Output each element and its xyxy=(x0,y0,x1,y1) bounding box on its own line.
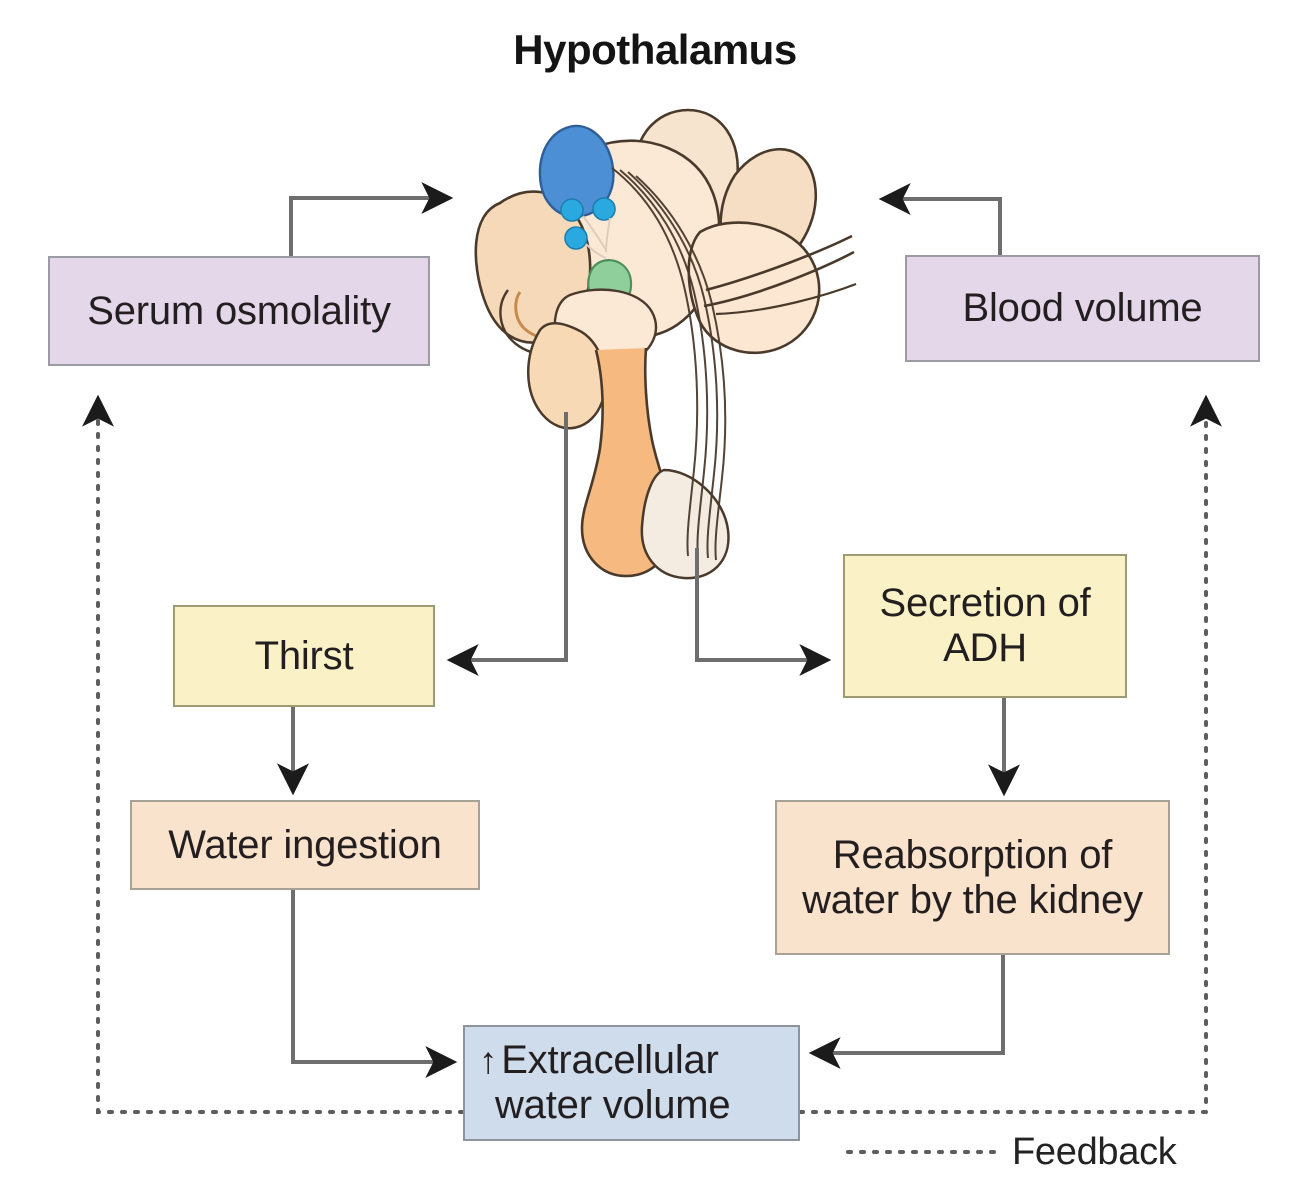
node-reabsorption-of-water[interactable]: Reabsorption of water by the kidney xyxy=(775,800,1170,955)
node-thirst[interactable]: Thirst xyxy=(173,605,435,707)
node-extracellular-water-volume-line2: water volume xyxy=(495,1083,731,1127)
node-extracellular-water-volume-line1: Extracellular xyxy=(501,1038,719,1083)
hypothalamus-pituitary-illustration xyxy=(474,108,857,580)
node-extracellular-water-volume-row1: ↑ Extracellular xyxy=(479,1038,719,1083)
edge-feedback-to-serum-osmolality xyxy=(82,394,465,1114)
edge-blood-volume-to-hypothalamus xyxy=(878,183,1002,255)
node-secretion-of-adh[interactable]: Secretion of ADH xyxy=(843,554,1127,698)
node-secretion-of-adh-line2: ADH xyxy=(943,626,1027,670)
page-title: Hypothalamus xyxy=(513,26,797,73)
node-secretion-of-adh-line1: Secretion of xyxy=(879,581,1091,626)
node-thirst-label: Thirst xyxy=(254,633,354,678)
edge-reabsorption-to-extracellular-water-volume xyxy=(808,955,1005,1069)
edge-serum-osmolality-to-hypothalamus xyxy=(289,182,454,256)
node-blood-volume[interactable]: Blood volume xyxy=(905,255,1260,362)
node-reabsorption-of-water-line1: Reabsorption of xyxy=(832,832,1113,877)
edge-water-ingestion-to-extracellular-water-volume xyxy=(291,890,458,1078)
node-reabsorption-of-water-line2: water by the kidney xyxy=(802,877,1143,922)
legend-feedback-label: Feedback xyxy=(1012,1131,1177,1173)
node-blood-volume-label: Blood volume xyxy=(962,286,1203,331)
node-extracellular-water-volume[interactable]: ↑ Extracellular water volume xyxy=(463,1025,800,1141)
edge-hypothalamus-to-secretion-of-adh xyxy=(695,548,832,676)
edge-feedback-to-blood-volume xyxy=(798,394,1222,1114)
node-serum-osmolality[interactable]: Serum osmolality xyxy=(48,256,430,366)
node-serum-osmolality-label: Serum osmolality xyxy=(87,288,391,333)
node-water-ingestion-label: Water ingestion xyxy=(168,822,442,867)
edge-hypothalamus-to-thirst xyxy=(446,412,568,676)
node-water-ingestion[interactable]: Water ingestion xyxy=(130,800,480,890)
increase-arrow-icon: ↑ xyxy=(479,1040,498,1082)
